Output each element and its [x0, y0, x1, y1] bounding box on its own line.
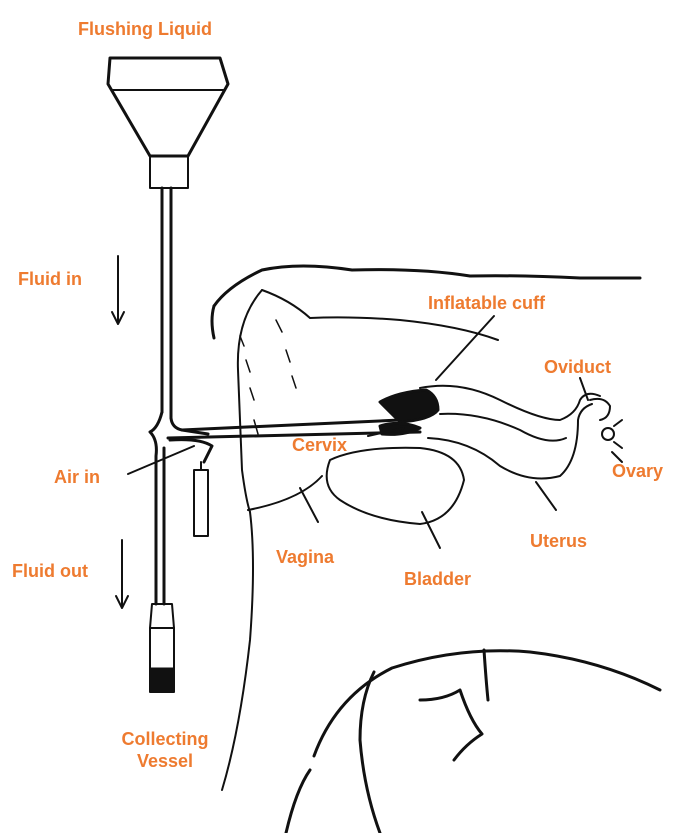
- collecting-vessel: [150, 604, 174, 692]
- uterus: [420, 386, 600, 479]
- cervix-cuff: [380, 390, 438, 434]
- label-bladder: Bladder: [404, 568, 471, 590]
- oviduct-ovary: [590, 399, 622, 448]
- label-cervix: Cervix: [292, 434, 347, 456]
- label-vagina: Vagina: [276, 546, 334, 568]
- back-outline: [212, 266, 640, 338]
- label-collecting-vessel-line2: Vessel: [100, 750, 230, 772]
- label-collecting-vessel-line1: Collecting: [100, 728, 230, 750]
- label-fluid-out: Fluid out: [12, 560, 88, 582]
- label-fluid-in: Fluid in: [18, 268, 82, 290]
- label-collecting-vessel: Collecting Vessel: [100, 728, 230, 772]
- label-uterus: Uterus: [530, 530, 587, 552]
- label-ovary: Ovary: [612, 460, 663, 482]
- vaginal-region: [222, 290, 498, 790]
- flow-arrows: [112, 256, 128, 608]
- bladder: [327, 448, 464, 524]
- label-inflatable-cuff: Inflatable cuff: [428, 292, 545, 314]
- label-air-in: Air in: [54, 466, 100, 488]
- label-flushing-liquid: Flushing Liquid: [78, 18, 212, 40]
- label-oviduct: Oviduct: [544, 356, 611, 378]
- inflow-tube: [162, 188, 171, 418]
- funnel: [108, 58, 228, 188]
- pelvic-outline: [286, 650, 660, 833]
